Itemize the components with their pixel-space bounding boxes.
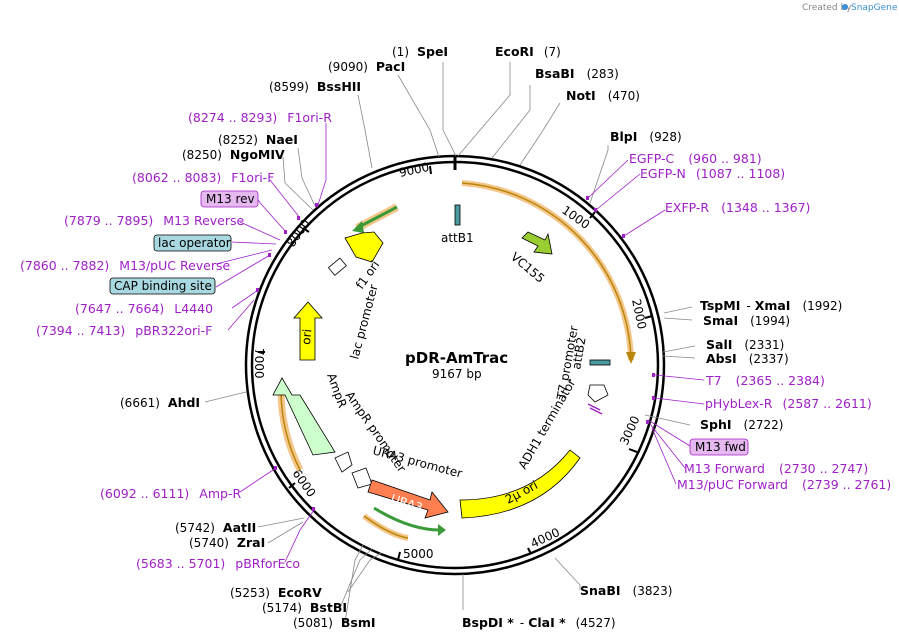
attb1-marker [454,204,461,226]
enzyme-ecorv: (5253)EcoRV [230,585,322,600]
f1-ori-arrow [344,231,384,263]
enzyme-bstbi: (5174)BstBI [262,600,347,615]
enzyme-paci: (9090)PacI [328,59,405,74]
vc155-label: VC155 [508,250,547,286]
ampr-arrow [272,377,336,456]
tick-label-7000: 7000 [252,348,266,379]
primer-pbrforeco: (5683 .. 5701)pBRforEco [136,556,300,571]
primer-pbr322ori-f: (7394 .. 7413)pBR322ori-F [36,323,212,338]
plasmid-size: 9167 bp [432,367,482,381]
primer-m13-puc-reverse: (7860 .. 7882)M13/pUC Reverse [20,258,231,273]
ura3-promoter-label: URA3 promoter [371,443,464,480]
credit-brand: SnapGene [851,3,898,13]
orange-arc-bottom-halo [362,513,409,541]
green-arrow-top [356,205,398,230]
enzyme-connectors [204,62,696,623]
enzyme-naei: (8252)NaeI [218,132,298,147]
enzyme-ahdi: (6661)AhdI [120,395,200,410]
m13-rev-label: M13 rev [206,192,255,206]
primer-f1ori-r: (8274 .. 8293)F1ori-R [188,110,332,125]
ura3-arrow [367,479,449,519]
enzyme-zrai: (5740)ZraI [189,535,265,550]
ura3-label: URA3 [389,492,424,515]
enzyme-aatii: (5742)AatII [175,520,256,535]
ori-arrow [293,301,323,361]
cap-binding-site-label: CAP binding site [114,279,212,293]
primer-l4440: (7647 .. 7664)L4440 [75,301,213,316]
enzyme-bsshii: (8599)BssHII [269,79,361,94]
primer-marks [256,196,655,511]
t7-promoter-mark [587,403,603,415]
ampr-halo-line [280,389,301,471]
cap-binding-site-box: CAP binding site [109,277,216,295]
enzyme-sali: SalI(2331) [706,337,784,352]
tick-label-5000: 5000 [403,547,434,561]
enzyme-tspmi-xmai: TspMI-XmaI(1992) [700,298,842,313]
orf-arrowhead-top-right [626,352,636,364]
primer-connectors [215,123,705,563]
orf-arc-top-right [461,182,632,361]
adh1-terminator-arrow [587,384,609,403]
m13-rev-box: M13 rev [200,190,259,208]
enzyme-smai: SmaI(1994) [703,313,790,328]
primer-f1ori-f: (8062 .. 8083)F1ori-F [132,170,274,185]
enzyme-absi: AbsI(2337) [706,351,789,366]
enzyme-bsabi: BsaBI(283) [535,66,619,81]
lac-promoter-label: lac promoter [347,283,380,361]
primer-amp-r: (6092 .. 6111)Amp-R [100,486,241,501]
primer-egfp-n: EGFP-N(1087 .. 1108) [640,166,785,181]
attb2-marker [589,359,611,366]
ampr-promoter-arrow [334,451,353,473]
enzyme-spei: (1)SpeI [392,44,448,59]
lac-promoter-box [327,257,347,276]
enzyme-bspdi-clai: BspDI *-ClaI *(4527) [462,615,616,630]
enzyme-blpi: BlpI(928) [610,129,682,144]
lac-operator-box: lac operator [153,234,232,252]
enzyme-noti: NotI(470) [566,88,640,103]
enzyme-ecori: EcoRI(7) [495,44,561,59]
primer-m13-puc-forward: M13/pUC Forward(2739 .. 2761) [677,477,891,492]
attb1-label: attB1 [441,231,474,245]
green-arrow-top-head [352,221,364,233]
enzyme-snabi: SnaBI(3823) [580,583,672,598]
credit-text: Created by [802,3,852,13]
m13-fwd-box: M13 fwd [689,438,749,456]
primer-egfp-c: EGFP-C(960 .. 981) [629,151,762,166]
tick-label-8000: 8000 [284,217,313,250]
vc155-arrow [521,231,553,255]
primer-m13-reverse: (7879 .. 7895)M13 Reverse [64,213,244,228]
ori-label: ori [299,328,314,345]
tick-label-9000: 9000 [398,160,431,180]
primer-m13-forward: M13 Forward(2730 .. 2747) [684,461,868,476]
snapgene-logo-icon [842,4,848,10]
tick-label-2000: 2000 [629,298,649,331]
tick-marks [258,165,653,561]
primer-exfp-r: EXFP-R(1348 .. 1367) [665,200,810,215]
two-mu-ori-arrow [459,449,581,519]
tick-label-1000: 1000 [559,203,592,232]
ura3-promoter-arrow [351,467,373,489]
primer-phyblex-r: pHybLex-R(2587 .. 2611) [705,396,872,411]
enzyme-sphi: SphI(2722) [700,417,783,432]
green-arrow-bottom [373,506,441,532]
lac-operator-label: lac operator [158,236,231,250]
enzyme-bsmi: (5081)BsmI [293,615,376,630]
primer-t7: T7(2365 .. 2384) [705,373,825,388]
orange-arc-bottom [363,515,409,539]
attb2-label: attB2 [569,336,588,371]
m13-fwd-label: M13 fwd [695,440,746,454]
tick-label-3000: 3000 [617,414,643,448]
enzyme-ngomiv: (8250)NgoMIV [182,147,285,162]
green-arrow-bottom-head [438,524,446,536]
ampr-label: AmpR [324,371,349,409]
plasmid-name: pDR-AmTrac [405,349,508,367]
